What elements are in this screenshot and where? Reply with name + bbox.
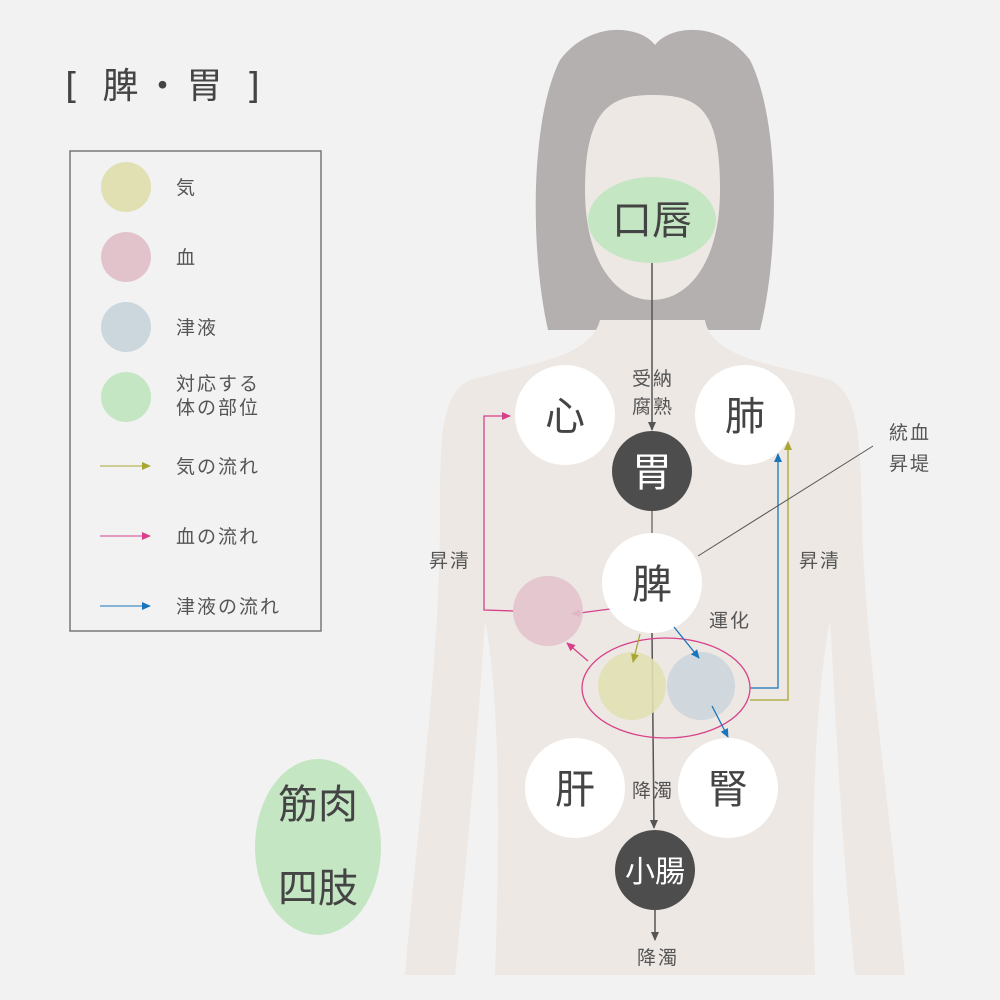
legend-swatch-body-part (101, 372, 151, 422)
arrow-qi-to-lung (750, 441, 792, 701)
kidney-node (678, 738, 778, 838)
torso (405, 320, 905, 975)
legend-label-body-part-2: 体の部位 (176, 397, 260, 419)
legend-label-blood-flow: 血の流れ (176, 526, 260, 548)
label-ascend-left: 昇清 (429, 550, 471, 572)
small-intestine-label: 小腸 (625, 855, 685, 890)
heart-node (515, 365, 615, 465)
lung-label: 肺 (725, 394, 765, 440)
heart-label: 心 (545, 394, 585, 440)
legend-label-qi-flow: 気の流れ (176, 456, 260, 478)
stomach-label: 胃 (632, 450, 672, 496)
legend-swatch-qi (101, 162, 151, 212)
legend-label-blood: 血 (176, 247, 197, 269)
legend-label-fluid-flow: 津液の流れ (176, 596, 281, 618)
label-lift: 昇堤 (889, 453, 931, 475)
line-spleen-to-control-label (697, 445, 874, 557)
label-control-blood: 統血 (889, 422, 931, 444)
arrow-spleen-to-qi (631, 633, 641, 663)
blood-node (513, 576, 583, 646)
arrow-essence-to-blood (566, 642, 589, 662)
label-ascend-right: 昇清 (799, 550, 841, 572)
kidney-label: 腎 (708, 767, 748, 813)
spleen-node (602, 533, 702, 633)
arrow-spleen-to-fluid (673, 626, 700, 659)
legend-label-fluid: 津液 (176, 317, 218, 339)
label-ripen: 腐熟 (632, 396, 674, 418)
label-receive: 受納 (632, 368, 674, 390)
legend-label-qi: 気 (176, 177, 197, 199)
limbs-label-1: 筋肉 (278, 782, 358, 828)
small-intestine-node (615, 830, 695, 910)
arm-gap-left (455, 620, 498, 975)
legend-box (69, 150, 322, 632)
spleen-label: 脾 (632, 562, 672, 608)
lung-node (695, 365, 795, 465)
essence-ellipse (581, 637, 751, 739)
mouth-label: 口唇 (612, 198, 692, 244)
arm-gap-right (813, 620, 855, 975)
label-descend-bottom: 降濁 (637, 947, 679, 969)
page-title: [ 脾・胃 ] (65, 66, 266, 107)
qi-node (598, 652, 666, 720)
limbs-label-2: 四肢 (278, 866, 358, 912)
label-descend-mid: 降濁 (632, 780, 674, 802)
legend: 気 血 津液 対応する 体の部位 気の流れ 血の流れ 津液の流れ (69, 150, 322, 632)
arrow-blood-to-heart (483, 412, 515, 612)
limbs-node (255, 759, 381, 935)
arrow-fluid-to-lung (750, 453, 782, 689)
stomach-node (612, 431, 692, 511)
fluid-node (667, 652, 735, 720)
legend-swatch-fluid (101, 302, 151, 352)
mouth-node (588, 177, 716, 263)
legend-label-body-part-1: 対応する (176, 373, 260, 395)
label-transform: 運化 (709, 610, 751, 632)
liver-label: 肝 (555, 767, 595, 813)
legend-swatch-blood (101, 232, 151, 282)
liver-node (525, 738, 625, 838)
arrow-fluid-to-kidney (711, 705, 729, 738)
